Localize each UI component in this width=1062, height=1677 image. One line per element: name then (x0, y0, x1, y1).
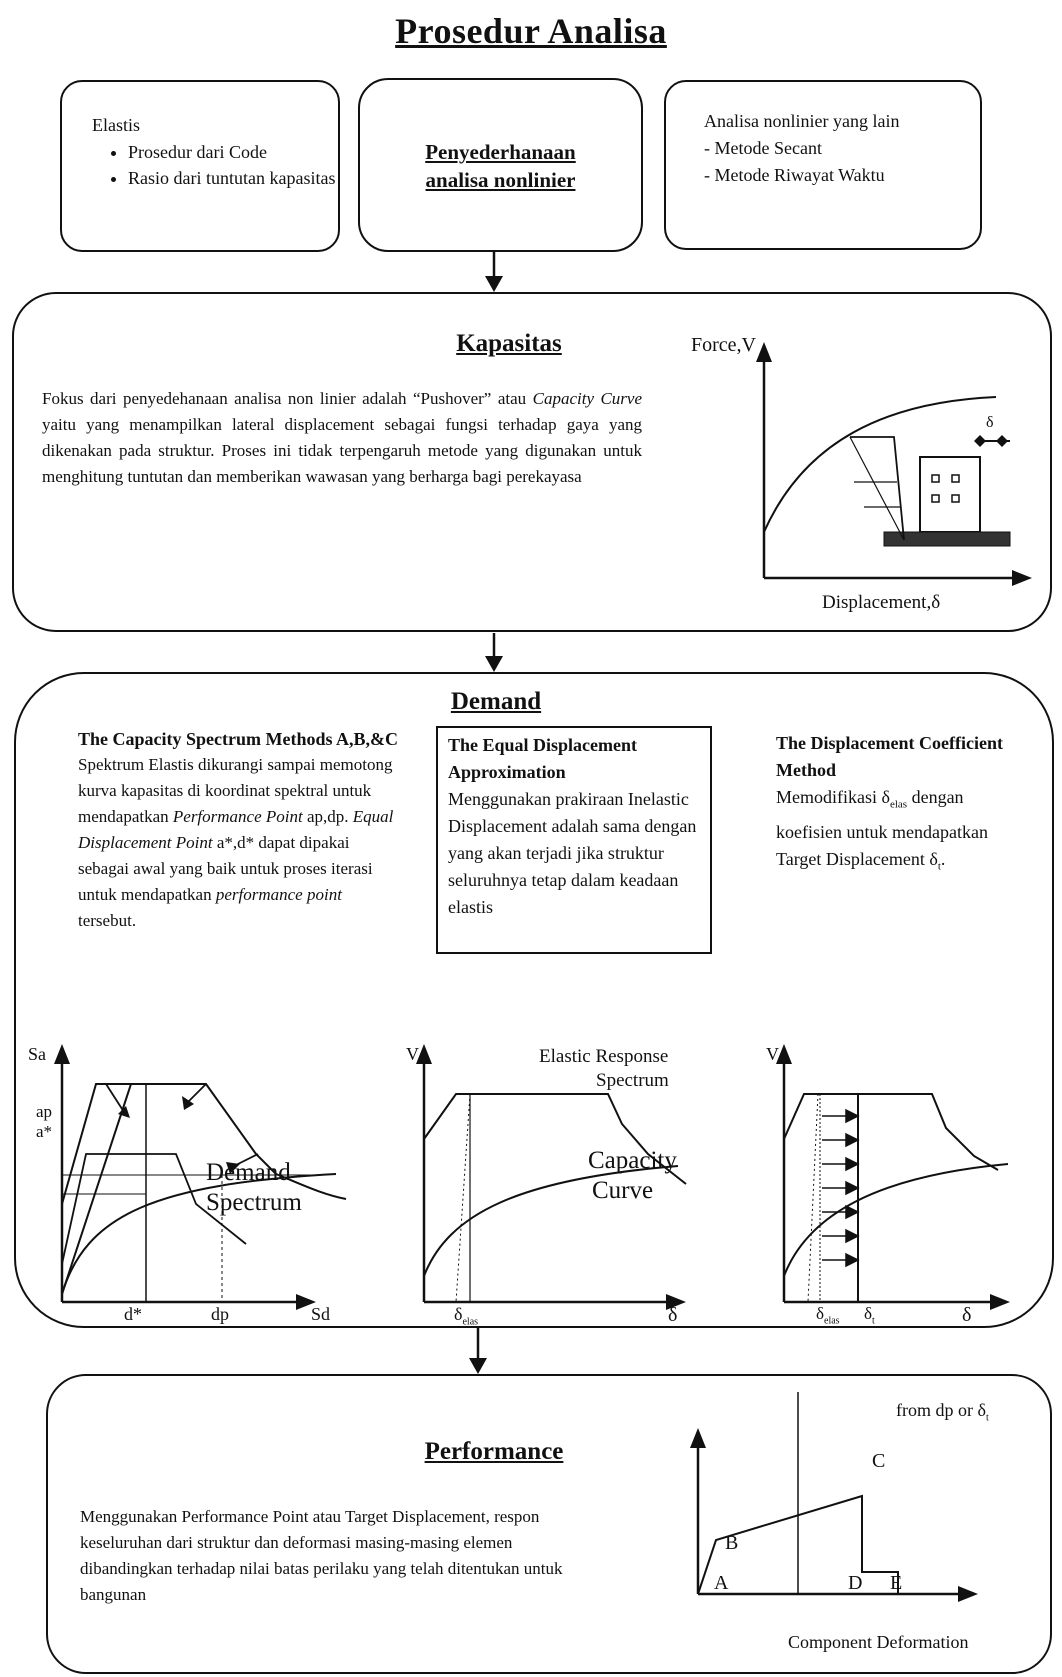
astar-label: a* (36, 1122, 53, 1141)
kapasitas-text-b: yaitu yang menampilkan lateral displacem… (42, 415, 642, 486)
delta-axis-label-3: δ (962, 1304, 972, 1326)
displacement-coefficient-method: The Displacement Coefficient Method Memo… (776, 730, 1026, 880)
delta-elas-tick-2-sub: elas (462, 1316, 479, 1328)
component-deformation-label: Component Deformation (788, 1632, 969, 1652)
point-b-label: B (725, 1532, 739, 1554)
performance-box: Performance Menggunakan Performance Poin… (46, 1374, 1052, 1674)
eda-text: Menggunakan prakiraan Inelastic Displace… (448, 789, 697, 917)
from-dp-main: from dp or δ (896, 1400, 986, 1420)
delta-t-tick-3-main: δ (864, 1304, 873, 1323)
elastis-list: Prosedur dari Code Rasio dari tuntutan k… (92, 139, 368, 191)
delta-elas-tick-3-main: δ (816, 1304, 825, 1323)
dstar-label: d* (124, 1304, 142, 1324)
equal-displacement-graph (416, 1044, 687, 1310)
kapasitas-title: Kapasitas (456, 330, 562, 357)
delta-t-tick-3: δt (864, 1304, 875, 1326)
displacement-arrows (822, 1108, 860, 1268)
dcm-t2: dengan koefisien untuk mendapatkan Targe… (776, 787, 988, 869)
demand-box: Demand The Capacity Spectrum Methods A,B… (14, 672, 1054, 1328)
performance-text: Menggunakan Performance Point atau Targe… (80, 1507, 563, 1604)
elastis-item-1: Prosedur dari Code (128, 139, 368, 165)
displacement-axis-label: Displacement,δ (822, 592, 941, 613)
elastic-response-label-1: Elastic Response (539, 1046, 669, 1067)
elastis-heading: Elastis (92, 115, 140, 135)
kapasitas-box: Kapasitas Fokus dari penyedehanaan anali… (12, 292, 1052, 632)
csm-p1-italic: Performance Point (172, 807, 303, 826)
dcm-heading: The Displacement Coefficient Method (776, 733, 1003, 780)
other-nonlinear-box: Analisa nonlinier yang lain - Metode Sec… (664, 80, 982, 250)
simplified-line-2: analisa nonlinier (425, 168, 576, 192)
capacity-curve-label-2: Curve (592, 1177, 654, 1204)
page-title: Prosedur Analisa (395, 11, 667, 51)
from-dp-sub: t (985, 1412, 989, 1424)
displacement-coefficient-graph (776, 1044, 1010, 1310)
dcm-text: Memodifikasi δelas dengan koefisien untu… (776, 784, 1026, 880)
kapasitas-text-italic: Capacity Curve (532, 389, 642, 408)
point-d-label: D (848, 1572, 863, 1594)
csm-p2: ap,dp. (302, 807, 353, 826)
dcm-t2-sub: t (937, 860, 941, 873)
other-nonlinear-heading: Analisa nonlinier yang lain (704, 111, 900, 131)
elastic-response-label-2: Spectrum (596, 1070, 669, 1091)
building-icon (919, 456, 981, 533)
delta-elas-tick-3: δelas (816, 1304, 840, 1326)
csm-heading: The Capacity Spectrum Methods A,B,&C (78, 729, 398, 749)
component-deformation-graph (690, 1392, 978, 1602)
force-axis-label: Force,V (691, 334, 756, 356)
capacity-curve-graph (756, 342, 1032, 586)
delta-elas-tick-3-sub: elas (824, 1315, 840, 1327)
delta-elas-tick-2: δelas (454, 1304, 478, 1328)
dp-label: dp (211, 1304, 229, 1324)
delta-t-tick-3-sub: t (872, 1315, 875, 1327)
point-c-label: C (872, 1450, 886, 1472)
sd-axis-label: Sd (311, 1304, 331, 1324)
performance-title: Performance (424, 1438, 564, 1465)
capacity-curve-label-1: Capacity (588, 1147, 677, 1174)
simplified-nonlinear-box: Penyederhanaan analisa nonlinier (358, 78, 643, 252)
csm-text: Spektrum Elastis dikurangi sampai memoto… (78, 752, 398, 934)
dcm-t3: . (940, 848, 946, 869)
kapasitas-text-a: Fokus dari penyedehanaan analisa non lin… (42, 389, 533, 408)
dcm-t1-sub: elas (889, 798, 908, 811)
delta-label: δ (986, 414, 994, 431)
v-axis-label-3: V (766, 1044, 779, 1064)
dcm-t1: Memodifikasi δ (776, 787, 890, 807)
csm-p1: Spektrum Elastis dikurangi sampai memoto… (78, 755, 393, 826)
simplified-line-1: Penyederhanaan (425, 140, 576, 164)
equal-displacement-box: The Equal Displacement Approximation Men… (436, 726, 712, 954)
other-item-1: - Metode Secant (704, 138, 822, 158)
point-a-label: A (714, 1572, 729, 1594)
demand-title: Demand (450, 688, 542, 715)
elastis-box: Elastis Prosedur dari Code Rasio dari tu… (60, 80, 340, 252)
csm-p3-italic: performance point (215, 885, 342, 904)
v-axis-label-2: V (406, 1044, 419, 1064)
csm-p3: a*,d* dapat dipakai sebagai awal yang ba… (78, 833, 373, 904)
capacity-spectrum-method: The Capacity Spectrum Methods A,B,&C Spe… (78, 726, 398, 934)
ap-label: ap (36, 1102, 53, 1121)
delta-elas-tick-2-main: δ (454, 1304, 463, 1324)
elastis-item-2: Rasio dari tuntutan kapasitas (128, 165, 368, 191)
from-dp-label: from dp or δt (896, 1400, 989, 1424)
point-e-label: E (890, 1572, 903, 1594)
eda-heading: The Equal Displacement Approximation (448, 735, 638, 782)
other-item-2: - Metode Riwayat Waktu (704, 165, 885, 185)
delta-axis-label-2: δ (668, 1304, 678, 1326)
capacity-spectrum-graph (54, 1044, 347, 1310)
csm-p4: tersebut. (78, 911, 137, 930)
sa-axis-label: Sa (28, 1044, 46, 1064)
csm-p2-italic: Equal Displacement Point (78, 807, 394, 852)
kapasitas-text: Fokus dari penyedehanaan analisa non lin… (42, 386, 642, 490)
